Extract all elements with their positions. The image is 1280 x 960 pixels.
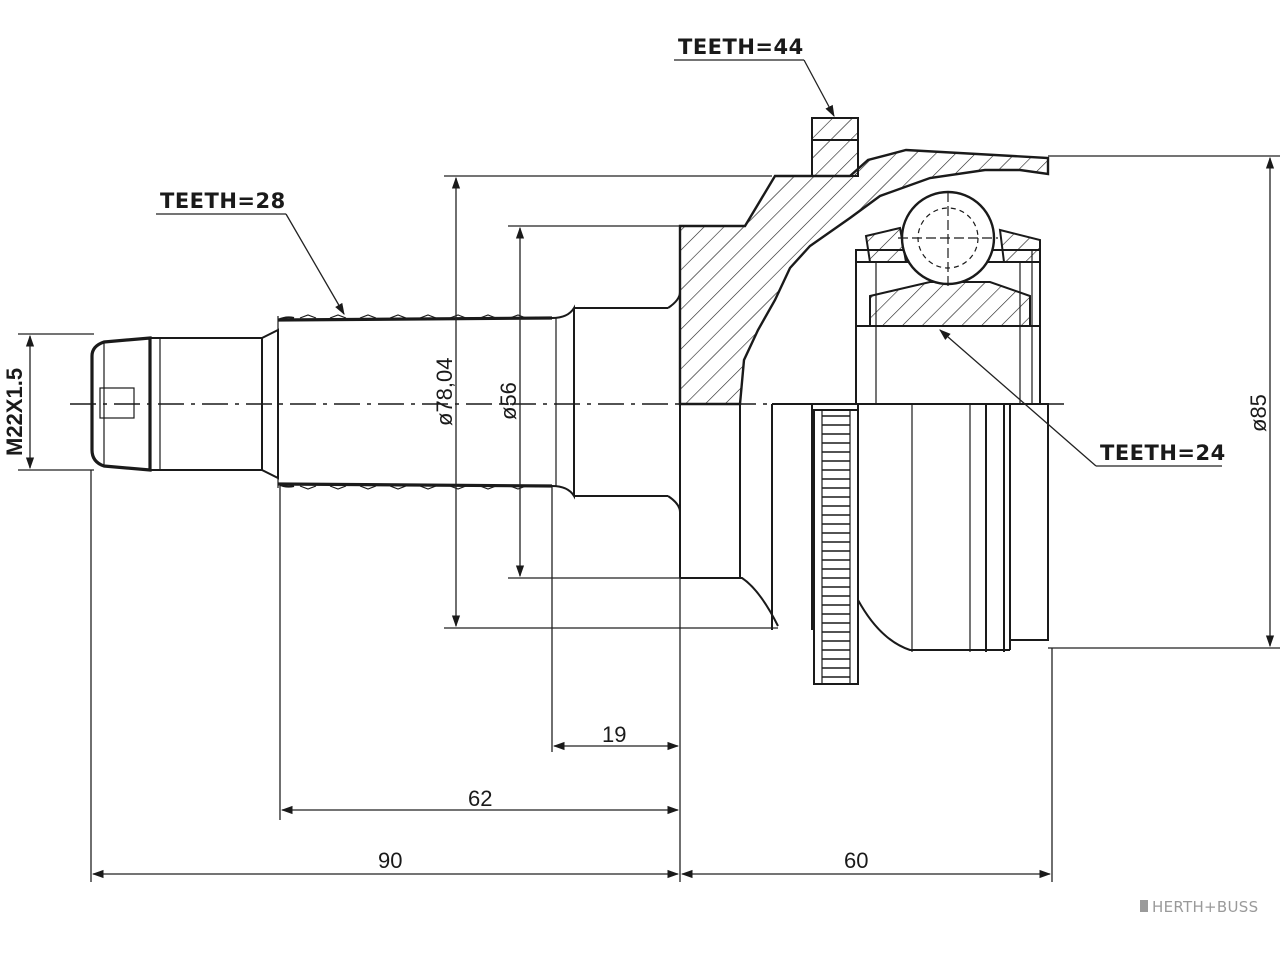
abs-tone-ring — [813, 409, 859, 685]
teeth-28-label: TEETH=28 — [160, 189, 286, 213]
dia-85-label: ø85 — [1246, 394, 1271, 432]
thread-size-label: M22X1.5 — [2, 368, 27, 456]
callout-teeth-28: TEETH=28 — [156, 189, 345, 316]
dim-len-62: 62 — [280, 786, 680, 815]
teeth-24-label: TEETH=24 — [1100, 441, 1226, 465]
brand-logo: HERTH+BUSS — [1140, 898, 1258, 916]
dia-78-label: ø78,04 — [432, 358, 457, 427]
callout-teeth-24: TEETH=24 — [939, 329, 1226, 467]
threaded-stub — [90, 328, 279, 480]
dim-dia-85: ø85 — [1048, 155, 1280, 649]
shaft-neck — [574, 226, 681, 578]
dim-len-90-60: 90 60 — [91, 848, 1052, 879]
len-60-label: 60 — [844, 848, 868, 873]
len-90-label: 90 — [378, 848, 402, 873]
dia-56-label: ø56 — [496, 382, 521, 420]
length-extension-lines — [90, 470, 1053, 882]
bell-housing-exterior — [679, 403, 1049, 652]
splined-shaft — [277, 304, 575, 500]
dim-dia-78: ø78,04 — [432, 175, 778, 629]
teeth-44-label: TEETH=44 — [678, 35, 804, 59]
inner-race-section — [856, 190, 1041, 404]
dim-dia-56: ø56 — [496, 225, 680, 579]
callout-teeth-44: TEETH=44 — [674, 35, 835, 118]
brand-logo-text: HERTH+BUSS — [1152, 898, 1258, 916]
dim-len-19: 19 — [552, 722, 680, 751]
dim-thread: M22X1.5 — [2, 333, 94, 471]
len-19-label: 19 — [602, 722, 626, 747]
len-62-label: 62 — [468, 786, 492, 811]
